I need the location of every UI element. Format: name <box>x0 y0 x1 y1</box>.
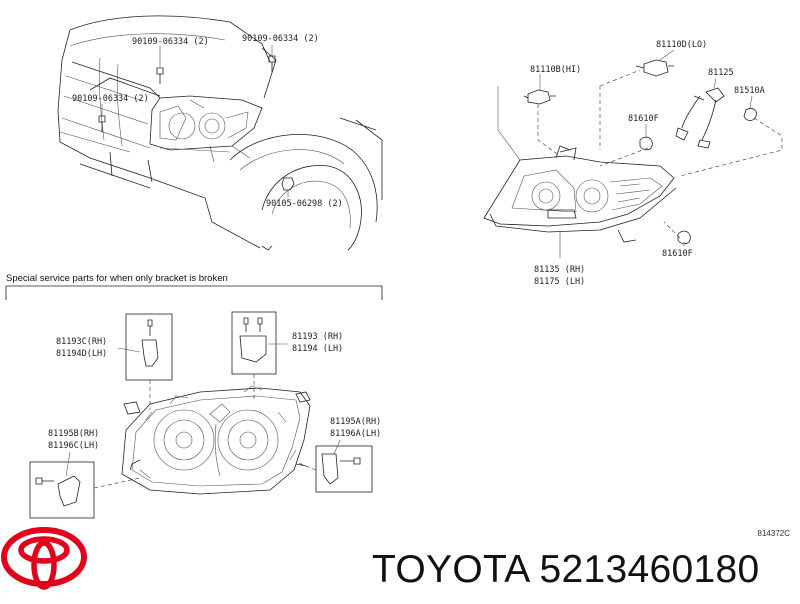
label-81194-lh: 81194 (LH) <box>292 344 343 354</box>
headlamp-housing-view <box>121 385 311 495</box>
label-81125: 81125 <box>708 68 734 78</box>
part-number: 5213460180 <box>539 548 760 591</box>
label-81610f-a: 81610F <box>628 114 659 124</box>
bracket-81193c-icon <box>141 319 159 367</box>
bracket-box-81195b <box>29 461 95 519</box>
headlamp-exploded-view <box>483 49 783 258</box>
toyota-emblem-icon <box>1 527 87 590</box>
housing-tab-left <box>123 401 141 415</box>
label-81135-rh: 81135 (RH) <box>534 265 585 275</box>
bracket-81195a-icon <box>321 453 361 485</box>
bulb-side-icon <box>743 108 757 121</box>
label-90109-06334-b: 90109-06334 (2) <box>242 34 319 44</box>
section-bracket <box>5 285 383 300</box>
label-81510a: 81510A <box>734 86 765 96</box>
vehicle-front-view <box>57 15 383 251</box>
service-note: Special service parts for when only brac… <box>6 273 228 284</box>
label-81193-rh: 81193 (RH) <box>292 332 343 342</box>
brand-name: TOYOTA <box>372 548 529 591</box>
label-90109-06334-a: 90109-06334 (2) <box>132 37 209 47</box>
illustration-id: 814372C <box>757 529 790 538</box>
bolt-icon <box>156 67 164 84</box>
label-81194d-lh: 81194D(LH) <box>56 349 107 359</box>
label-81195a-rh: 81195A(RH) <box>330 417 381 427</box>
bracket-81193-icon <box>239 317 267 363</box>
label-90105-06298: 90105-06298 (2) <box>266 199 343 209</box>
label-81175-lh: 81175 (LH) <box>534 277 585 287</box>
label-81195b-rh: 81195B(RH) <box>48 429 99 439</box>
label-81196a-lh: 81196A(LH) <box>330 429 381 439</box>
bracket-box-81193 <box>231 311 277 375</box>
label-81610f-b: 81610F <box>662 249 693 259</box>
brand-part-line: TOYOTA 5213460180 <box>372 548 759 592</box>
label-81110d-lo: 81110D(LO) <box>656 40 707 50</box>
bracket-box-81193c <box>125 313 173 381</box>
bracket-81195b-icon <box>35 475 81 507</box>
bulb-lo-icon <box>635 59 674 77</box>
nut-icon <box>281 177 295 191</box>
socket-harness-icon <box>675 87 725 149</box>
bracket-box-81195a <box>315 445 373 493</box>
label-90109-06334-c: 90109-06334 (2) <box>72 94 149 104</box>
bulb-small-icon <box>639 136 653 151</box>
bolt-icon <box>268 55 276 72</box>
label-81110b-hi: 81110B(HI) <box>530 65 581 75</box>
bolt-icon <box>98 115 106 132</box>
label-81196c-lh: 81196C(LH) <box>48 441 99 451</box>
bulb-small-icon <box>677 230 691 245</box>
bulb-hi-icon <box>523 89 556 105</box>
label-81193c-rh: 81193C(RH) <box>56 337 107 347</box>
